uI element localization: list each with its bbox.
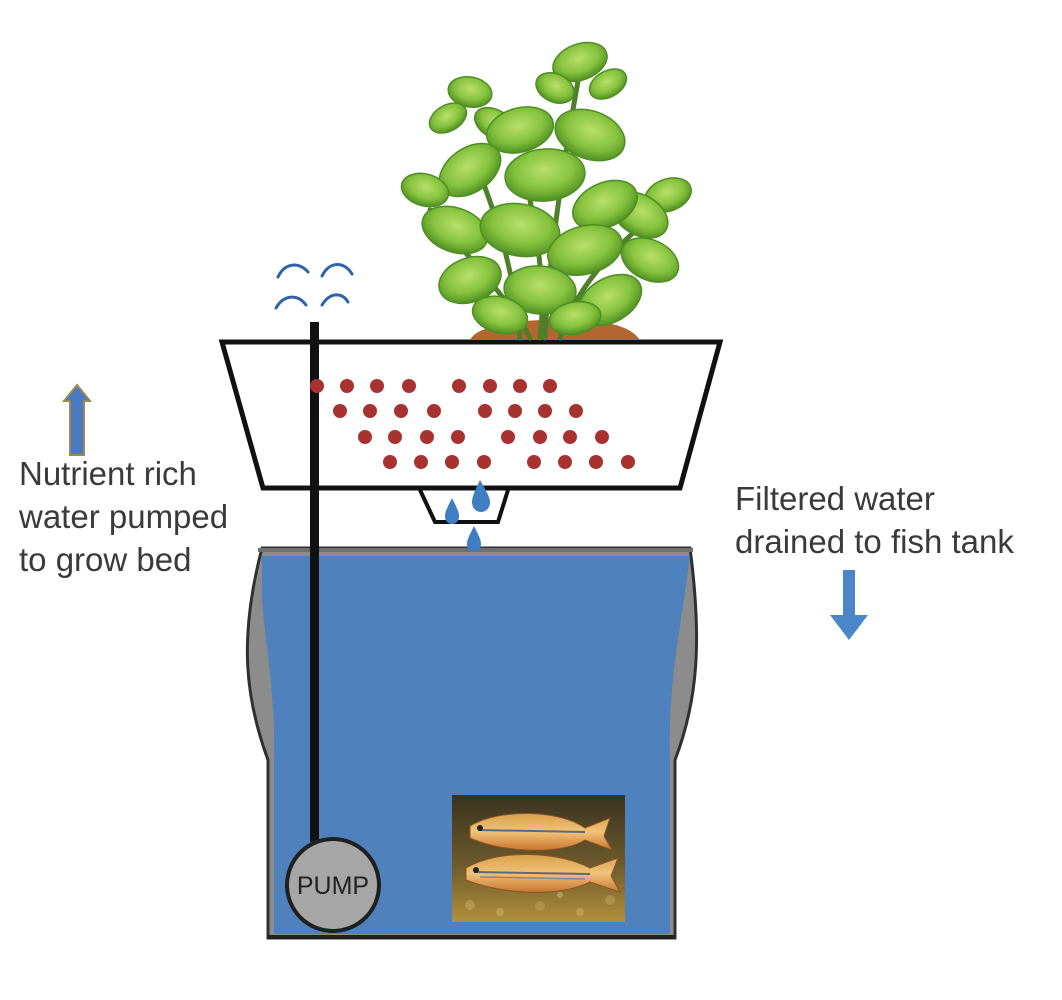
water-spray-icon bbox=[274, 263, 354, 310]
pump: PUMP bbox=[285, 837, 381, 933]
up-arrow-icon bbox=[61, 383, 93, 456]
plant-icon bbox=[400, 41, 692, 341]
label-line: water pumped bbox=[19, 498, 229, 535]
label-line: Nutrient rich bbox=[19, 455, 197, 492]
pump-pipe-upper bbox=[310, 322, 319, 492]
grow-bed bbox=[218, 339, 724, 491]
pump-label: PUMP bbox=[297, 872, 369, 900]
label-line: drained to fish tank bbox=[735, 523, 1014, 560]
fish-photo bbox=[452, 795, 625, 922]
grow-media-gravel bbox=[310, 379, 635, 469]
label-filtered-water: Filtered water drained to fish tank bbox=[735, 477, 1014, 563]
water-droplet-icon bbox=[445, 480, 490, 552]
label-line: Filtered water bbox=[735, 480, 935, 517]
label-line: to grow bed bbox=[19, 541, 192, 578]
label-nutrient-rich-water: Nutrient rich water pumped to grow bed bbox=[19, 452, 228, 581]
down-arrow-icon bbox=[830, 570, 868, 640]
pump-pipe bbox=[310, 322, 319, 842]
drain-cup bbox=[418, 489, 510, 524]
